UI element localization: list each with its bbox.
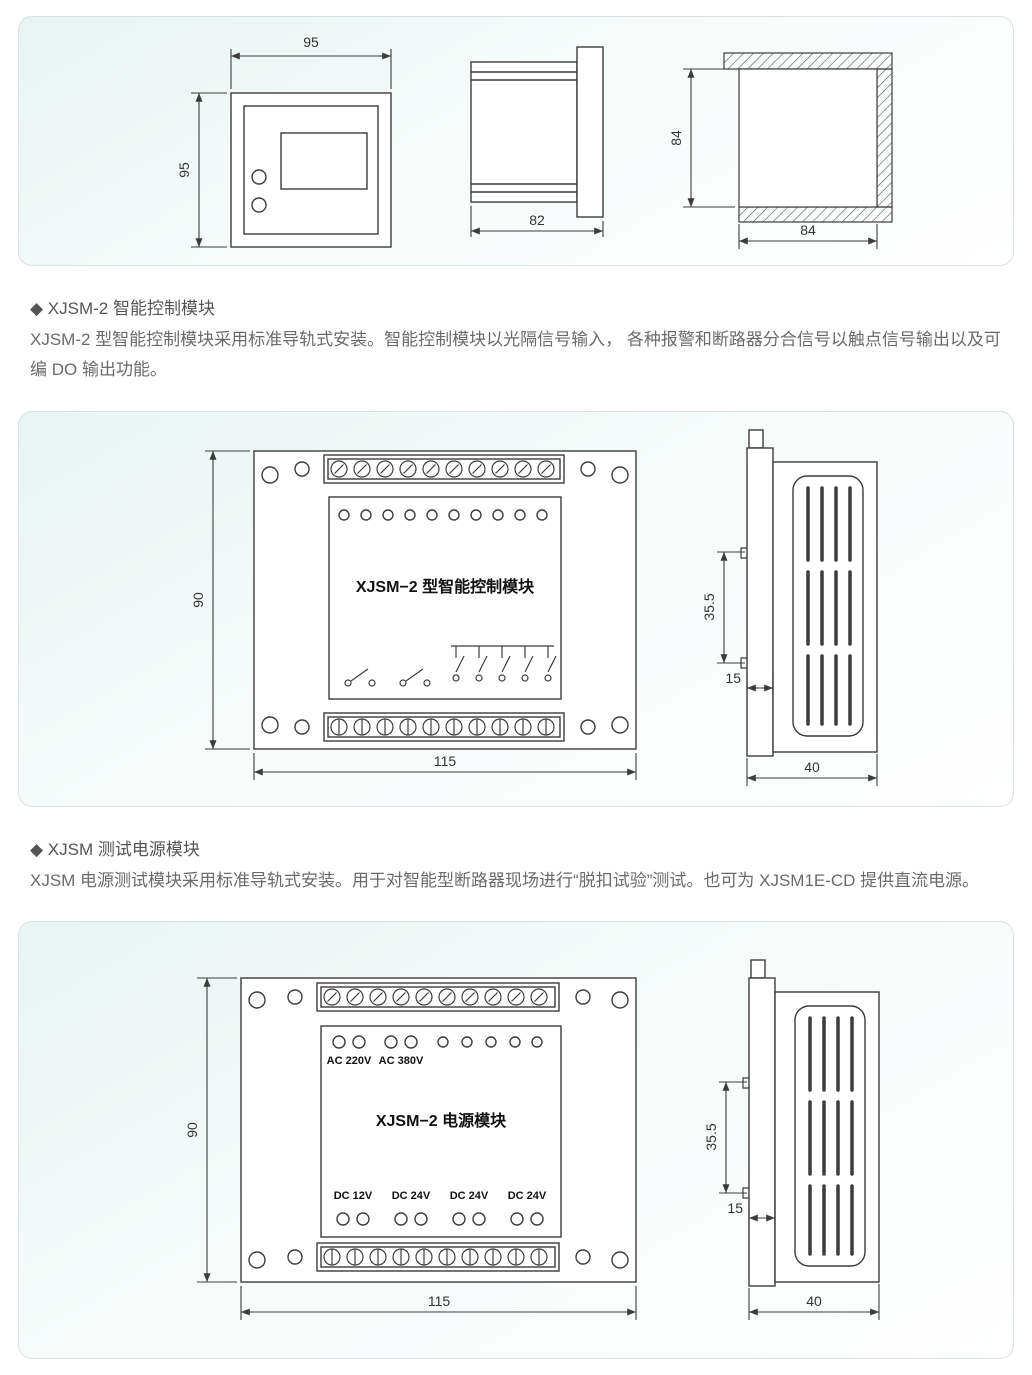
control-rail-dimension <box>717 550 745 664</box>
cutout-width-label: 84 <box>800 222 816 238</box>
control-depth-label: 40 <box>804 759 820 775</box>
ac-220v-label: AC 220V <box>327 1055 372 1067</box>
front-width-dimension <box>230 49 392 89</box>
power-module-heading: ◆ XJSM 测试电源模块 <box>30 839 200 859</box>
control-width-dimension <box>253 752 637 780</box>
front-width-label: 95 <box>303 34 319 50</box>
power-module-panel: AC 220V AC 380V XJSM−2 电源模块 DC 12V DC 24… <box>18 921 1014 1360</box>
din-rail-notches <box>740 546 747 669</box>
dc-12v-label: DC 12V <box>334 1190 373 1202</box>
vent-slots <box>806 485 852 726</box>
power-height-dimension <box>197 977 237 1283</box>
power-ac-input-row <box>332 1035 543 1049</box>
power-module-paragraph: XJSM 电源测试模块采用标准导轨式安装。用于对智能型断路器现场进行“脱扣试验”… <box>30 866 1002 896</box>
page: { "top_panel": { "front_view": { "width_… <box>0 16 1032 1360</box>
control-module-panel: XJSM−2 型智能控制模块 90 115 35.5 <box>18 410 1014 807</box>
dimensions-drawing: 95 95 82 84 84 <box>176 34 893 249</box>
control-rail-label: 35.5 <box>701 593 717 620</box>
ac-380v-label: AC 380V <box>379 1055 424 1067</box>
power-rail-label: 35.5 <box>703 1123 719 1150</box>
control-indicator-row <box>338 508 548 521</box>
control-front-view <box>253 449 637 750</box>
power-dc-output-row <box>336 1212 544 1226</box>
control-width-label: 115 <box>434 753 457 769</box>
power-bottom-terminal-strip <box>316 1242 560 1272</box>
cutout-view <box>723 52 893 223</box>
cutout-width-dimension <box>738 224 878 249</box>
power-rail-dimension <box>719 1081 747 1194</box>
dc-24v-label-3: DC 24V <box>508 1190 547 1202</box>
cutout-height-dimension <box>683 68 735 208</box>
control-side-view <box>740 428 878 757</box>
power-paragraph-line1: XJSM 电源测试模块采用标准导轨式安装。用于对智能型断路器现场进行“脱扣试验”… <box>30 870 980 890</box>
control-height-dimension <box>205 449 250 750</box>
control-module-section: ◆ XJSM-2 智能控制模块 XJSM-2 型智能控制模块采用标准导轨式安装。… <box>0 282 1032 395</box>
power-height-label: 90 <box>184 1122 200 1138</box>
power-module-face-label: XJSM−2 电源模块 <box>376 1111 507 1130</box>
dc-24v-label-1: DC 24V <box>392 1190 431 1202</box>
control-switch-symbols <box>344 668 431 687</box>
control-height-label: 90 <box>190 592 206 608</box>
power-side-view <box>742 959 880 1287</box>
control-paragraph-line1: XJSM-2 型智能控制模块采用标准导轨式安装。智能控制模块以光隔信号输入， 各… <box>30 330 1001 349</box>
dc-24v-label-2: DC 24V <box>450 1190 489 1202</box>
power-module-section: ◆ XJSM 测试电源模块 XJSM 电源测试模块采用标准导轨式安装。用于对智能… <box>0 823 1032 906</box>
power-width-label: 115 <box>428 1293 451 1309</box>
power-top-terminal-strip <box>316 982 560 1012</box>
cutout-height-label: 84 <box>668 130 684 146</box>
side-view <box>470 46 604 218</box>
power-clip-label: 15 <box>727 1200 743 1216</box>
power-front-view <box>240 977 637 1283</box>
power-depth-dimension <box>748 1284 880 1321</box>
side-depth-label: 82 <box>529 212 545 228</box>
control-top-terminal-strip <box>323 453 565 484</box>
control-relay-contacts <box>451 644 557 682</box>
power-module-drawing: AC 220V AC 380V XJSM−2 电源模块 DC 12V DC 24… <box>184 959 880 1321</box>
power-clip-dimension <box>748 1202 776 1225</box>
control-module-drawing: XJSM−2 型智能控制模块 90 115 35.5 <box>190 428 878 786</box>
control-module-face-label: XJSM−2 型智能控制模块 <box>356 577 535 596</box>
control-depth-dimension <box>746 753 878 786</box>
side-depth-dimension <box>470 206 604 237</box>
front-view <box>230 92 392 248</box>
control-clip-dimension <box>746 671 774 694</box>
din-rail-notches <box>742 1077 749 1199</box>
control-paragraph-line2: 编 DO 输出功能。 <box>30 359 167 379</box>
vent-slots <box>808 1016 854 1256</box>
power-width-dimension <box>240 1286 637 1321</box>
control-module-heading: ◆ XJSM-2 智能控制模块 <box>30 299 215 318</box>
control-bottom-terminal-strip <box>323 711 565 742</box>
control-clip-label: 15 <box>725 670 741 686</box>
front-height-label: 95 <box>176 162 192 178</box>
control-module-paragraph: XJSM-2 型智能控制模块采用标准导轨式安装。智能控制模块以光隔信号输入， 各… <box>30 325 1002 385</box>
power-depth-label: 40 <box>806 1293 822 1309</box>
dimensions-panel: 95 95 82 84 84 <box>18 16 1014 266</box>
front-height-dimension <box>191 92 227 248</box>
